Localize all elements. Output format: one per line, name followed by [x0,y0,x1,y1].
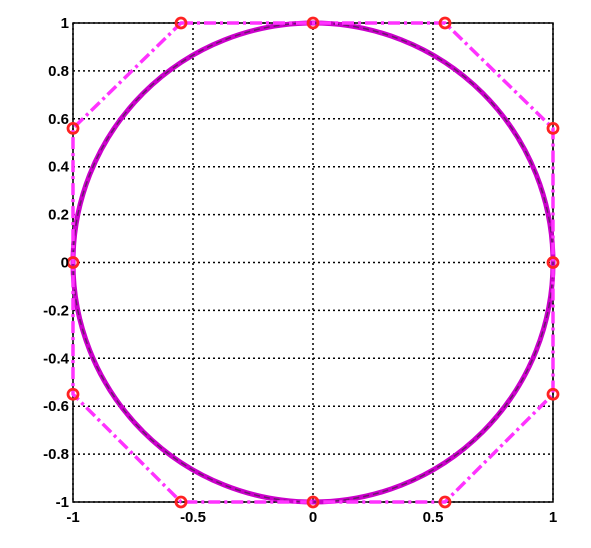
x-tick-label: 0.5 [423,509,444,526]
y-tick-label: -0.8 [43,446,69,463]
x-tick-label: 0 [309,509,317,526]
x-tick-label: -0.5 [180,509,206,526]
y-tick-label: -0.2 [43,302,69,319]
y-tick-label: 1 [61,15,69,32]
data-point-marker [306,495,320,509]
tick-labels: -1 -0.5 0 0.5 1 1 0.8 0.6 0.4 0.2 0 -0.2 -0.4 -0.6 -0.… [43,15,557,526]
data-point-marker [306,16,320,30]
data-point-marker [546,387,560,401]
data-point-marker [66,387,80,401]
data-point-marker [438,16,452,30]
y-tick-label: 0 [61,255,69,272]
data-point-marker [546,256,560,269]
y-tick-label: -1 [56,494,69,511]
y-tick-label: -0.6 [43,398,69,415]
data-point-marker [66,121,80,135]
data-point-marker [66,256,80,269]
data-point-marker [546,121,560,135]
y-tick-label: 0.4 [48,159,70,176]
y-tick-label: -0.4 [43,350,70,367]
series-layer [66,16,560,509]
x-tick-label: 1 [549,509,557,526]
y-tick-label: 0.2 [48,207,69,224]
data-point-marker [174,16,188,30]
x-tick-label: -1 [66,509,79,526]
y-tick-label: 0.8 [48,63,69,80]
y-tick-label: 0.6 [48,111,69,128]
data-point-marker [174,495,188,509]
data-point-marker [438,495,452,509]
polygon-series-line [71,21,555,504]
